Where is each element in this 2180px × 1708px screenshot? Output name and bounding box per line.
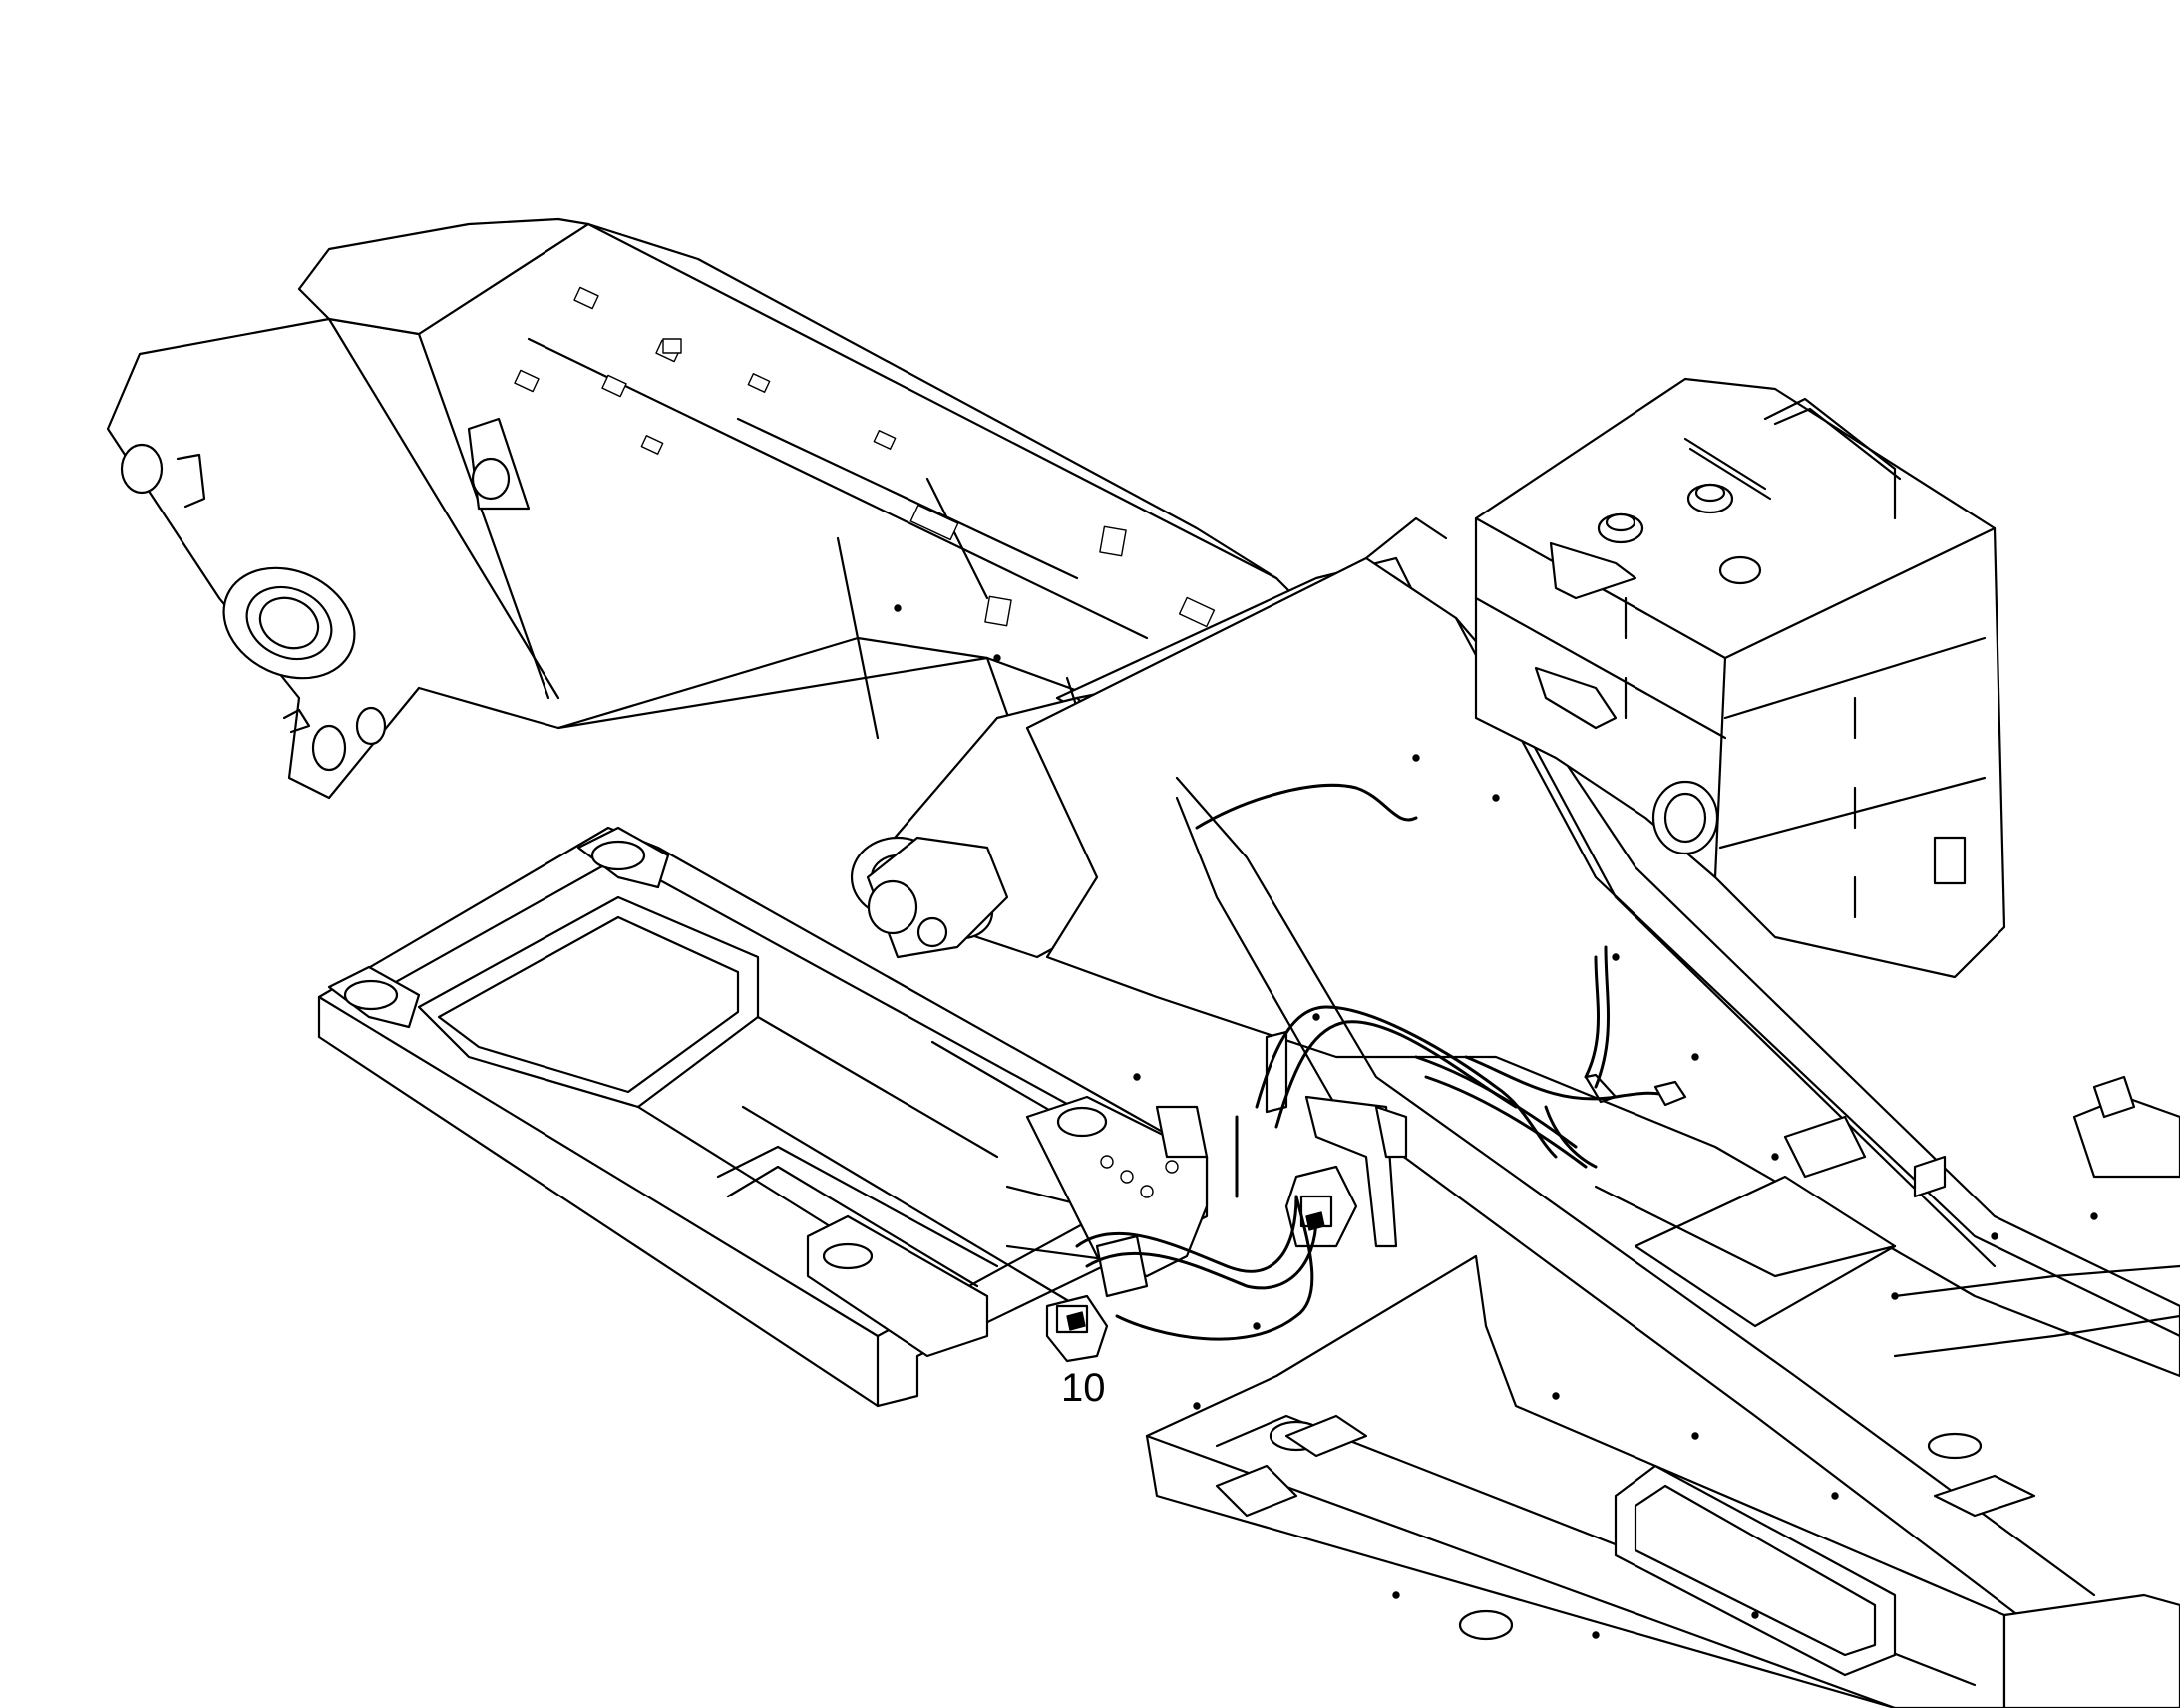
hydraulic-hoses (1075, 783, 1687, 1341)
boom-assembly (106, 217, 1318, 800)
fastener-details (894, 604, 2098, 1639)
left-lower-frame (317, 826, 1209, 1408)
part-callout-label: 10 (1061, 1366, 1106, 1410)
right-lower-frame (1145, 1075, 2180, 1708)
hydraulic-tank (1474, 377, 2006, 979)
